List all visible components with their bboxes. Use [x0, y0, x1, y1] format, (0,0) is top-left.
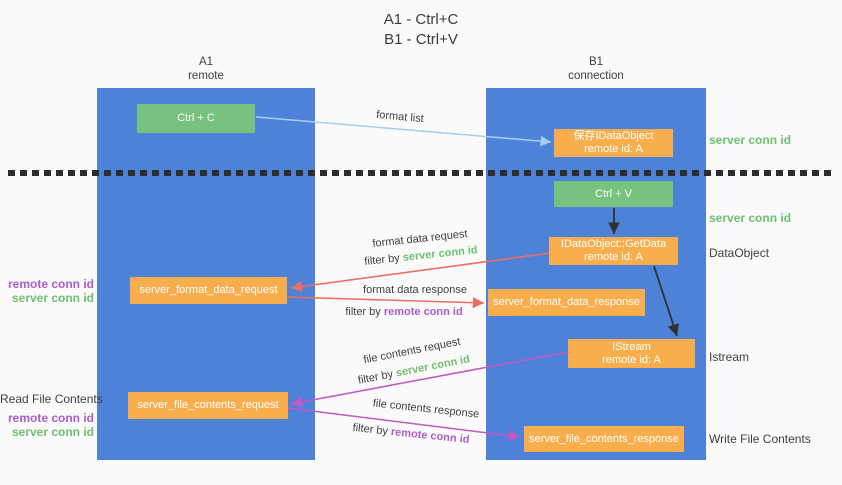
read-file-contents-label: Read File Contents — [0, 392, 103, 406]
lane-b-subtitle: connection — [568, 70, 624, 82]
left-remote-conn-id-label-2: remote conn id — [7, 411, 94, 425]
node-server-file-contents-response: server_file_contents_response — [524, 426, 684, 452]
node-ctrl-c: Ctrl + C — [137, 104, 255, 133]
node-getdata-line1: IDataObject::GetData — [560, 238, 667, 250]
right-server-conn-id-label-1: server conn id — [709, 133, 792, 147]
node-format-response-label: server_format_data_response — [493, 296, 640, 308]
lane-a-subtitle: remote — [188, 70, 224, 82]
file-contents-response-arrow — [287, 407, 521, 442]
right-server-conn-id-label-2: server conn id — [709, 211, 792, 225]
format-data-response-label: format data response — [363, 284, 467, 296]
remote-conn-id-text: remote conn id — [383, 306, 463, 318]
node-istream: IStream remote id: A — [568, 339, 695, 368]
node-server-file-contents-request: server_file_contents_request — [128, 392, 288, 419]
node-server-format-data-request: server_format_data_request — [130, 277, 287, 304]
format-list-arrow — [255, 116, 552, 147]
node-save-line1: 保存IDataObject — [573, 130, 654, 142]
file-contents-request-arrow — [290, 351, 569, 408]
lane-a-name: A1 — [198, 56, 214, 68]
lane-b-name: B1 — [588, 56, 604, 68]
format-data-response-filter-label: filter by remote conn id — [345, 306, 462, 318]
node-file-response-label: server_file_contents_response — [529, 432, 679, 445]
node-server-format-data-response: server_format_data_response — [488, 289, 645, 316]
node-save-idataobject: 保存IDataObject remote id: A — [554, 129, 673, 157]
node-istream-line1: IStream — [612, 340, 651, 353]
diagram-title: A1 - Ctrl+C B1 - Ctrl+V — [0, 10, 842, 50]
lane-a-header: A1 remote — [97, 55, 315, 83]
node-save-line2: remote id: A — [584, 143, 643, 155]
node-ctrl-v: Ctrl + V — [554, 181, 673, 207]
node-getdata-line2: remote id: A — [584, 251, 643, 263]
node-ctrl-c-label: Ctrl + C — [177, 112, 215, 124]
istream-label: Istream — [709, 350, 750, 364]
node-format-request-label: server_format_data_request — [139, 284, 278, 296]
left-remote-conn-id-label-1: remote conn id — [7, 277, 94, 291]
node-istream-line2: remote id: A — [602, 353, 661, 366]
getdata-to-istream-arrow — [653, 265, 679, 337]
node-idataobject-getdata: IDataObject::GetData remote id: A — [549, 237, 678, 265]
title-line-2: B1 - Ctrl+V — [384, 31, 458, 48]
copy-paste-divider-line — [8, 170, 836, 176]
format-data-response-arrow — [286, 296, 485, 309]
title-line-1: A1 - Ctrl+C — [383, 11, 459, 28]
node-ctrl-v-label: Ctrl + V — [595, 187, 632, 200]
left-server-conn-id-label-1: server conn id — [11, 291, 94, 305]
left-server-conn-id-label-2: server conn id — [11, 425, 94, 439]
filter-by-text: filter by — [345, 306, 381, 318]
lane-b-header: B1 connection — [486, 55, 706, 83]
format-data-request-arrow — [290, 252, 551, 293]
node-file-request-label: server_file_contents_request — [137, 399, 279, 411]
dataobject-label: DataObject — [709, 246, 770, 260]
write-file-contents-label: Write File Contents — [709, 432, 811, 446]
